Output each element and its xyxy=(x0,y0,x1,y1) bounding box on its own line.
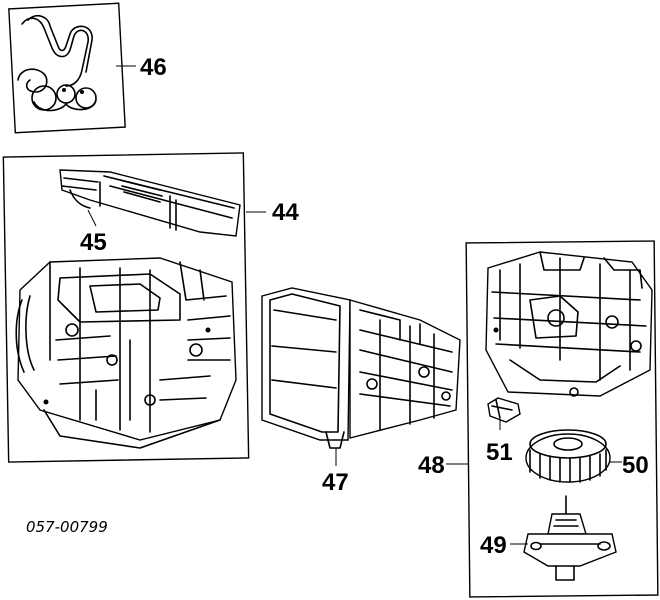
part-51 xyxy=(487,397,521,430)
blower-fan-50 xyxy=(525,429,622,483)
heater-housing xyxy=(15,257,237,449)
hose-46-group xyxy=(8,2,136,134)
leader-45 xyxy=(87,209,97,227)
callout-50: 50 xyxy=(622,452,649,479)
callout-44: 44 xyxy=(272,199,299,226)
callout-45: 45 xyxy=(80,229,107,256)
evaporator-47 xyxy=(261,287,461,466)
callout-49: 49 xyxy=(480,532,507,559)
callout-48: 48 xyxy=(418,452,445,479)
diagram-code: 057-00799 xyxy=(26,518,108,536)
blower-assembly-frame xyxy=(465,240,659,598)
callout-47: 47 xyxy=(322,469,349,496)
heater-assembly-frame xyxy=(2,152,250,463)
blower-motor-49 xyxy=(510,495,617,581)
callout-51: 51 xyxy=(486,439,513,466)
heater-core-44 xyxy=(59,169,241,237)
hose-46-drawing xyxy=(21,17,89,87)
blower-housing xyxy=(485,251,653,397)
callout-46: 46 xyxy=(140,54,167,81)
hose-46-frame xyxy=(8,2,126,134)
heater-assembly-group xyxy=(2,152,266,463)
blower-assembly-group xyxy=(446,240,659,598)
